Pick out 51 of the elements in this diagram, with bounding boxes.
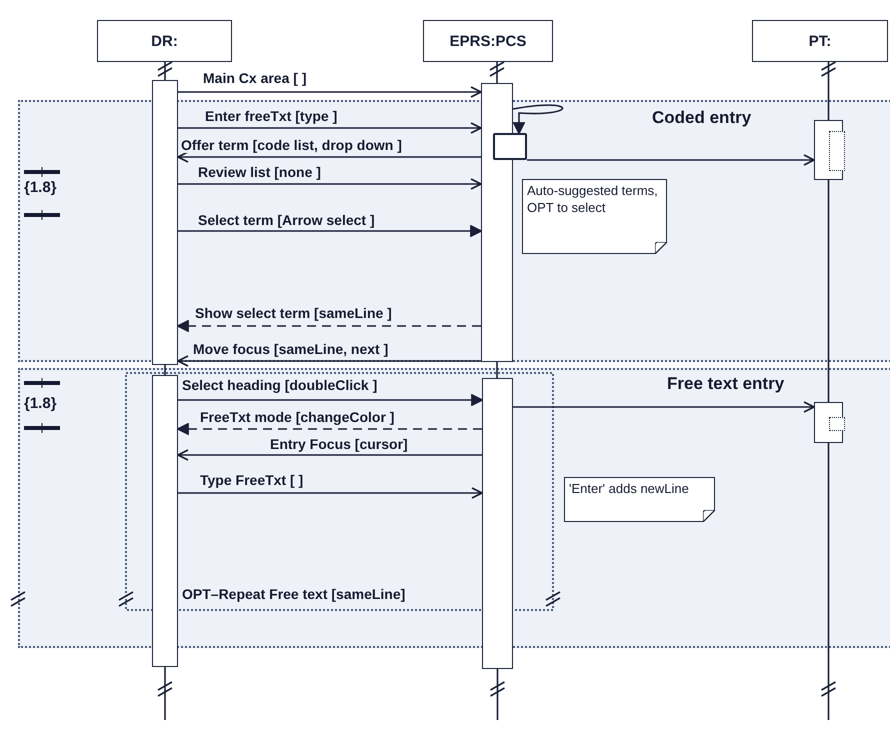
activation-bar bbox=[482, 378, 513, 669]
participant-box: EPRS:PCS bbox=[423, 20, 553, 62]
lifeline bbox=[490, 669, 506, 720]
message-label: Entry Focus [cursor] bbox=[270, 436, 408, 452]
message-label: Move focus [sameLine, next ] bbox=[193, 341, 388, 357]
message-arrow bbox=[177, 449, 482, 461]
message-label: Main Cx area [ ] bbox=[203, 70, 306, 86]
message-arrow bbox=[178, 178, 482, 190]
duration-label: {1.8} bbox=[24, 180, 57, 196]
activation-bar bbox=[814, 120, 843, 180]
lifeline bbox=[489, 61, 505, 83]
activation-bar bbox=[152, 375, 178, 667]
note: Auto-suggested terms, OPT to select bbox=[522, 179, 667, 254]
frame-label: OPT–Repeat Free text [sameLine] bbox=[182, 586, 406, 602]
message-label: Select heading [doubleClick ] bbox=[182, 377, 378, 393]
message-arrow bbox=[177, 151, 481, 163]
message-arrow bbox=[513, 401, 815, 413]
message-label: Type FreeTxt [ ] bbox=[200, 472, 304, 488]
participant-box: DR: bbox=[97, 20, 232, 62]
message-label: Select term [Arrow select ] bbox=[198, 212, 375, 228]
lifeline bbox=[164, 365, 166, 375]
message-arrow bbox=[178, 122, 482, 134]
duration-label: {1.8} bbox=[24, 396, 57, 412]
lifeline bbox=[496, 362, 498, 378]
message-label: FreeTxt mode [changeColor ] bbox=[200, 409, 394, 425]
message-arrow bbox=[177, 355, 481, 367]
frame-title: Coded entry bbox=[652, 108, 752, 128]
message-label: Review list [none ] bbox=[198, 164, 321, 180]
message-label: Enter freeTxt [type ] bbox=[205, 108, 338, 124]
lifeline bbox=[828, 180, 830, 402]
message-arrow bbox=[178, 487, 483, 499]
activation-bar bbox=[814, 402, 843, 443]
message-label: Offer term [code list, drop down ] bbox=[181, 137, 402, 153]
activation-box bbox=[493, 133, 527, 160]
frame-title: Free text entry bbox=[667, 374, 784, 394]
lifeline bbox=[157, 61, 173, 80]
message-arrow bbox=[527, 154, 815, 166]
message-arrow bbox=[512, 104, 563, 134]
lifeline bbox=[820, 61, 836, 120]
message-arrow bbox=[178, 225, 482, 237]
activation-bar bbox=[152, 80, 178, 365]
message-arrow bbox=[177, 423, 482, 435]
lifeline bbox=[820, 443, 836, 720]
message-arrow bbox=[178, 86, 482, 98]
activation-bar bbox=[481, 83, 513, 362]
message-arrow bbox=[178, 394, 483, 406]
lifeline bbox=[157, 667, 173, 720]
message-arrow bbox=[177, 320, 481, 332]
participant-box: PT: bbox=[752, 20, 888, 62]
note: 'Enter' adds newLine bbox=[564, 477, 715, 522]
message-label: Show select term [sameLine ] bbox=[195, 305, 392, 321]
